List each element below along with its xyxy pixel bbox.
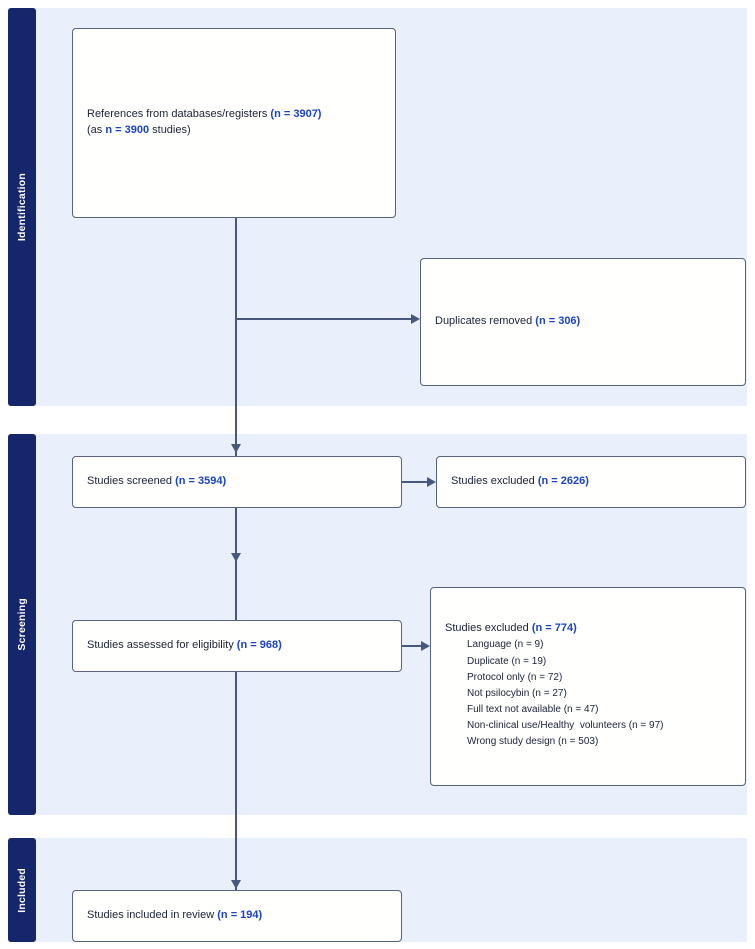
arrowhead-right-excluded-eligibility [421,641,430,651]
excluded-screening-label: Studies excluded [451,475,538,488]
node-screened-text: Studies screened (n = 3594) [87,474,226,490]
stage-label-screening: Screening [16,598,28,651]
list-item: Full text not available (n = 47) [467,704,599,716]
list-item: Protocol only (n = 72) [467,671,563,683]
stage-label-included: Included [16,867,28,913]
connector-eligibility-to-included [235,672,237,898]
records-line2-count: n = 3900 [105,124,150,136]
exclusion-reason-list: Language (n = 9) Duplicate (n = 19) Prot… [445,637,663,750]
list-item: Duplicate (n = 19) [467,655,547,667]
stage-label-identification: Identification [16,172,28,242]
arrowhead-down-eligibility [231,553,241,562]
node-studies-included: Studies included in review (n = 194) [72,890,402,942]
excluded-eligibility-label: Studies excluded [445,622,532,635]
list-item: Language (n = 9) [467,639,544,651]
node-eligibility-text: Studies assessed for eligibility (n = 96… [87,638,282,654]
records-line1-label: References from databases/registers [87,108,271,121]
duplicates-count: (n = 306) [535,315,581,328]
eligibility-count: (n = 968) [236,639,282,652]
list-item: Non-clinical use/Healthy volunteers (n =… [467,720,664,732]
included-label: Studies included in review [87,909,218,922]
node-studies-assessed-eligibility: Studies assessed for eligibility (n = 96… [72,620,402,672]
node-records-identified: References from databases/registers (n =… [72,28,396,218]
duplicates-label: Duplicates removed [435,315,536,328]
stage-tab-included: Included [8,838,36,942]
excluded-eligibility-count: (n = 774) [531,622,577,635]
arrowhead-right-duplicates [411,314,420,324]
screened-label: Studies screened [87,475,176,488]
node-studies-excluded-eligibility: Studies excluded (n = 774) Language (n =… [430,587,746,786]
list-item: Not psilocybin (n = 27) [467,687,567,699]
arrowhead-right-excluded-screened [427,477,436,487]
node-records-text: References from databases/registers (n =… [87,107,321,139]
screened-count: (n = 3594) [175,475,227,488]
node-duplicates-text: Duplicates removed (n = 306) [435,314,580,330]
records-line2-prefix: (as [87,124,106,136]
included-count: (n = 194) [217,909,263,922]
excluded-eligibility-title: Studies excluded (n = 774) [445,622,663,634]
node-duplicates-removed: Duplicates removed (n = 306) [420,258,746,386]
connector-eligibility-to-excluded [402,645,425,647]
node-studies-excluded-screening: Studies excluded (n = 2626) [436,456,746,508]
stage-tab-identification: Identification [8,8,36,406]
node-excluded-eligibility-body: Studies excluded (n = 774) Language (n =… [445,622,663,750]
eligibility-label: Studies assessed for eligibility [87,639,237,652]
connector-records-to-duplicates [235,318,415,320]
records-line1-count: (n = 3907) [270,108,322,121]
arrowhead-down-screened [231,444,241,453]
list-item: Wrong study design (n = 503) [467,736,599,748]
connector-screened-to-excluded [402,481,431,483]
connector-records-to-screened [235,218,237,456]
arrowhead-down-included [231,880,241,889]
connector-screened-to-eligibility [235,508,237,620]
records-line2-suffix: studies) [149,124,191,136]
node-studies-screened: Studies screened (n = 3594) [72,456,402,508]
stage-tab-screening: Screening [8,434,36,815]
node-excluded-screening-text: Studies excluded (n = 2626) [451,474,589,490]
excluded-screening-count: (n = 2626) [537,475,589,488]
node-included-text: Studies included in review (n = 194) [87,908,262,924]
